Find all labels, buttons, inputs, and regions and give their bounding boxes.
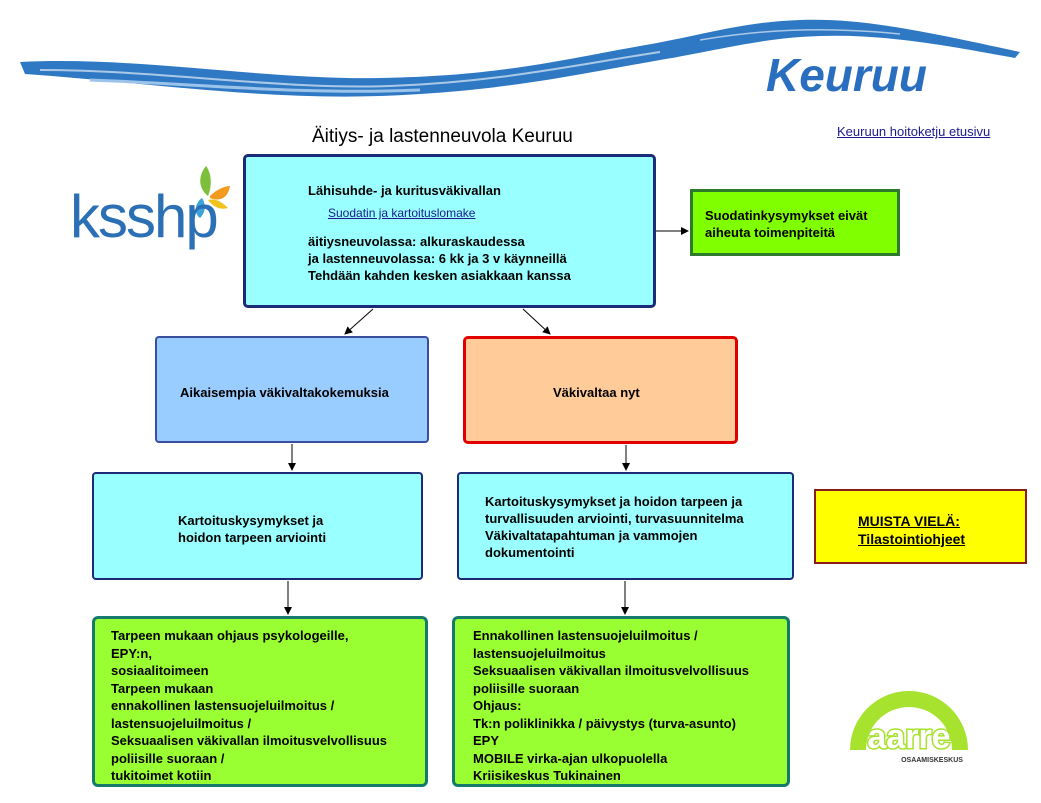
actions-left-line: Tarpeen mukaan (111, 680, 214, 696)
screening-line: äitiysneuvolassa: alkuraskaudessa (308, 234, 525, 249)
filter-line: Suodatinkysymykset eivät (705, 208, 868, 223)
current-violence-box: Väkivaltaa nyt (463, 336, 738, 444)
screening-line: Tehdään kahden kesken asiakkaan kanssa (308, 268, 571, 283)
remember-box[interactable]: MUISTA VIELÄ: Tilastointiohjeet (814, 489, 1027, 564)
actions-box-right: Ennakollinen lastensuojeluilmoitus / las… (452, 616, 790, 787)
actions-left-line: Tarpeen mukaan ohjaus psykologeille, (111, 628, 349, 643)
survey-right-line: Kartoituskysymykset ja hoidon tarpeen ja (485, 494, 743, 509)
aarre-logo-subtext: OSAAMISKESKUS (901, 757, 963, 764)
aarre-logo: aarre OSAAMISKESKUS (850, 691, 968, 764)
actions-left-line: Seksuaalisen väkivallan ilmoitusvelvolli… (111, 733, 388, 748)
filter-line: aiheuta toimenpiteitä (705, 225, 836, 240)
past-violence-box: Aikaisempia väkivaltakokemuksia (155, 336, 429, 443)
arrow-main-to-now (522, 308, 551, 335)
keuruu-brand-logo: Keuruu (766, 49, 927, 101)
header-wave-graphic (20, 19, 1020, 97)
actions-box-left: Tarpeen mukaan ohjaus psykologeille, EPY… (92, 616, 428, 787)
statistics-instructions-link[interactable]: Tilastointiohjeet (858, 531, 966, 547)
actions-right-line: lastensuojeluilmoitus (473, 645, 606, 661)
filter-result-box: Suodatinkysymykset eivät aiheuta toimenp… (690, 189, 900, 256)
actions-left-line: lastensuojeluilmoitus / (111, 715, 252, 731)
actions-right-line: Seksuaalisen väkivallan ilmoitusvelvolli… (473, 663, 750, 678)
past-violence-label: Aikaisempia väkivaltakokemuksia (180, 385, 389, 400)
ksshp-logo-text: ksshp (70, 183, 219, 250)
actions-left-line: EPY:n, (111, 645, 152, 661)
actions-right-line: Kriisikeskus Tukinainen (473, 768, 621, 783)
actions-left-line: ennakollinen lastensuojeluilmoitus / (111, 698, 335, 713)
survey-right-line: Väkivaltatapahtuman ja vammojen (485, 528, 698, 543)
actions-left-line: poliisille suoraan / (111, 750, 225, 766)
survey-box-left: Kartoituskysymykset ja hoidon tarpeen ar… (92, 472, 423, 580)
actions-right-line: Ohjaus: (473, 698, 522, 713)
actions-right-line: Ennakollinen lastensuojeluilmoitus / (473, 628, 698, 643)
arrow-main-to-past (344, 308, 374, 335)
actions-right-line: MOBILE virka-ajan ulkopuolella (473, 750, 668, 766)
actions-left-line: tukitoimet kotiin (111, 768, 212, 783)
survey-right-line: turvallisuuden arviointi, turvasuunnitel… (485, 511, 744, 526)
ksshp-logo (195, 166, 230, 218)
screening-heading: Lähisuhde- ja kuritusväkivallan (308, 183, 501, 198)
current-violence-label: Väkivaltaa nyt (553, 385, 640, 400)
actions-left-line: sosiaalitoimeen (111, 663, 209, 678)
survey-box-right: Kartoituskysymykset ja hoidon tarpeen ja… (457, 472, 794, 580)
screening-form-link[interactable]: Suodatin ja kartoituslomake (328, 206, 476, 220)
actions-right-line: Tk:n poliklinikka / päivystys (turva-asu… (473, 715, 736, 731)
screening-line: ja lastenneuvolassa: 6 kk ja 3 v käynnei… (308, 251, 567, 266)
home-link[interactable]: Keuruun hoitoketju etusivu (837, 124, 991, 139)
survey-left-line: hoidon tarpeen arviointi (178, 530, 327, 545)
page-title: Äitiys- ja lastenneuvola Keuruu (312, 126, 573, 147)
survey-right-line: dokumentointi (485, 545, 575, 560)
remember-heading: MUISTA VIELÄ: (858, 513, 960, 529)
aarre-logo-text: aarre (867, 718, 950, 756)
actions-right-line: poliisille suoraan (473, 680, 580, 696)
screening-box: Lähisuhde- ja kuritusväkivallan Suodatin… (243, 154, 656, 308)
actions-right-line: EPY (473, 733, 500, 748)
survey-left-line: Kartoituskysymykset ja (178, 513, 324, 528)
